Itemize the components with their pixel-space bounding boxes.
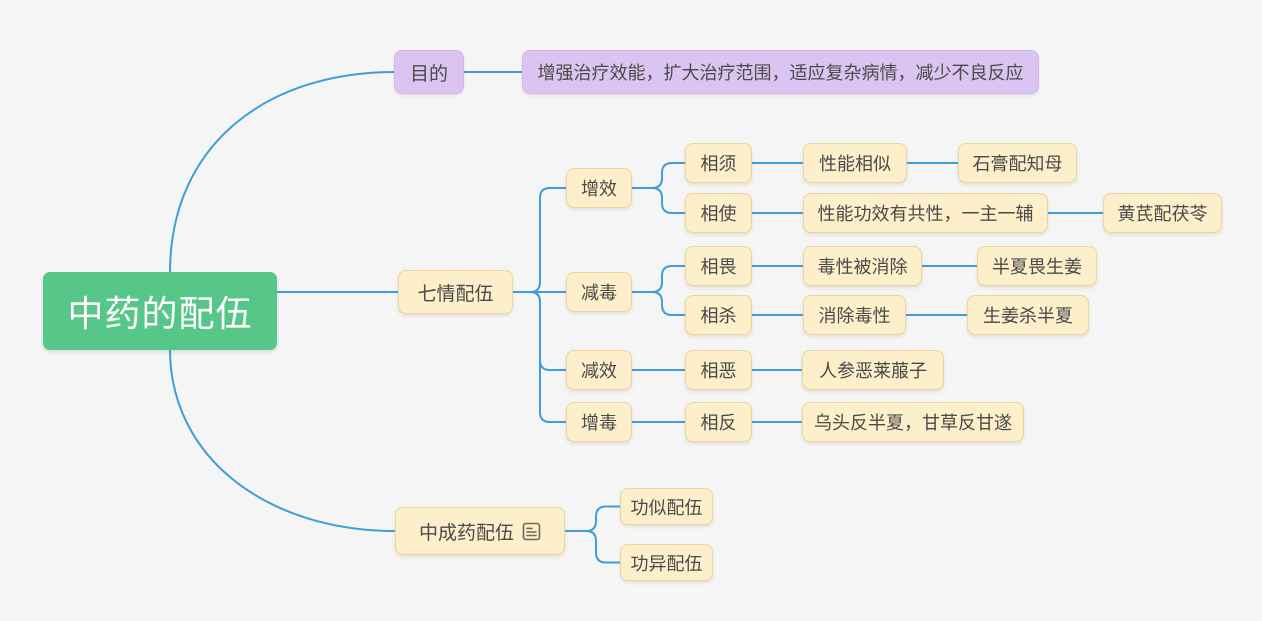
node-label: 中药的配伍 (67, 293, 253, 334)
node-label: 减毒 (581, 283, 617, 303)
node-reduce-effect[interactable]: 减效 (566, 350, 632, 390)
node-label: 半夏畏生姜 (992, 257, 1082, 277)
node-label: 相恶 (700, 361, 737, 381)
node-label: 性能相似 (819, 154, 891, 174)
node-label: 生姜杀半夏 (983, 306, 1073, 326)
node-different-function[interactable]: 功异配伍 (620, 544, 713, 581)
node-similar-properties[interactable]: 性能相似 (803, 143, 907, 183)
node-label: 人参恶莱菔子 (819, 361, 927, 381)
node-seven-relations[interactable]: 七情配伍 (398, 270, 513, 314)
node-xiangsha[interactable]: 相杀 (685, 295, 752, 335)
node-label: 相使 (700, 204, 737, 224)
node-eliminate-toxicity[interactable]: 消除毒性 (803, 295, 906, 335)
node-huangqi-example[interactable]: 黄芪配茯苓 (1103, 193, 1222, 233)
node-common-efficacy[interactable]: 性能功效有共性，一主一辅 (803, 193, 1048, 233)
node-label: 毒性被消除 (817, 257, 908, 277)
node-label: 减效 (581, 361, 617, 381)
node-label: 黄芪配茯苓 (1117, 204, 1208, 224)
node-label: 增强治疗效能，扩大治疗范围，适应复杂病情，减少不良反应 (537, 63, 1024, 83)
node-increase-toxicity[interactable]: 增毒 (566, 402, 632, 442)
node-label: 消除毒性 (818, 306, 891, 326)
node-toxicity-eliminated[interactable]: 毒性被消除 (803, 246, 922, 286)
node-label: 功似配伍 (630, 497, 703, 518)
node-label: 性能功效有共性，一主一辅 (817, 204, 1034, 224)
node-label: 目的 (409, 63, 448, 85)
node-xiangshi[interactable]: 相使 (685, 193, 752, 233)
node-patent-medicine[interactable]: 中成药配伍 (395, 507, 565, 555)
node-xiangwei[interactable]: 相畏 (685, 246, 752, 286)
node-xiange[interactable]: 相恶 (685, 350, 752, 390)
notes-icon[interactable] (522, 522, 541, 541)
node-renshen-example[interactable]: 人参恶莱菔子 (802, 350, 944, 390)
node-wutou-example[interactable]: 乌头反半夏，甘草反甘遂 (802, 402, 1024, 442)
node-label: 相反 (700, 413, 737, 433)
node-label: 相须 (700, 154, 737, 174)
node-shigao-example[interactable]: 石膏配知母 (958, 143, 1077, 183)
node-purpose-description[interactable]: 增强治疗效能，扩大治疗范围，适应复杂病情，减少不良反应 (522, 50, 1039, 94)
node-label: 相畏 (700, 257, 737, 277)
node-label: 增毒 (581, 413, 617, 433)
node-xiangxu[interactable]: 相须 (685, 143, 752, 183)
node-label: 七情配伍 (417, 283, 494, 305)
node-label: 石膏配知母 (972, 154, 1063, 174)
node-root-topic[interactable]: 中药的配伍 (43, 272, 277, 350)
node-similar-function[interactable]: 功似配伍 (620, 488, 713, 525)
node-label: 乌头反半夏，甘草反甘遂 (814, 413, 1012, 433)
node-xiangfan[interactable]: 相反 (685, 402, 752, 442)
node-label: 中成药配伍 (418, 522, 514, 544)
node-label: 相杀 (700, 306, 737, 326)
node-reduce-toxicity[interactable]: 减毒 (566, 272, 632, 312)
node-enhance-effect[interactable]: 增效 (566, 168, 632, 208)
node-banxia-example[interactable]: 半夏畏生姜 (977, 246, 1097, 286)
node-purpose[interactable]: 目的 (394, 50, 464, 94)
node-label: 功异配伍 (630, 553, 703, 574)
node-label: 增效 (581, 179, 617, 199)
node-shengjiang-example[interactable]: 生姜杀半夏 (967, 295, 1089, 335)
